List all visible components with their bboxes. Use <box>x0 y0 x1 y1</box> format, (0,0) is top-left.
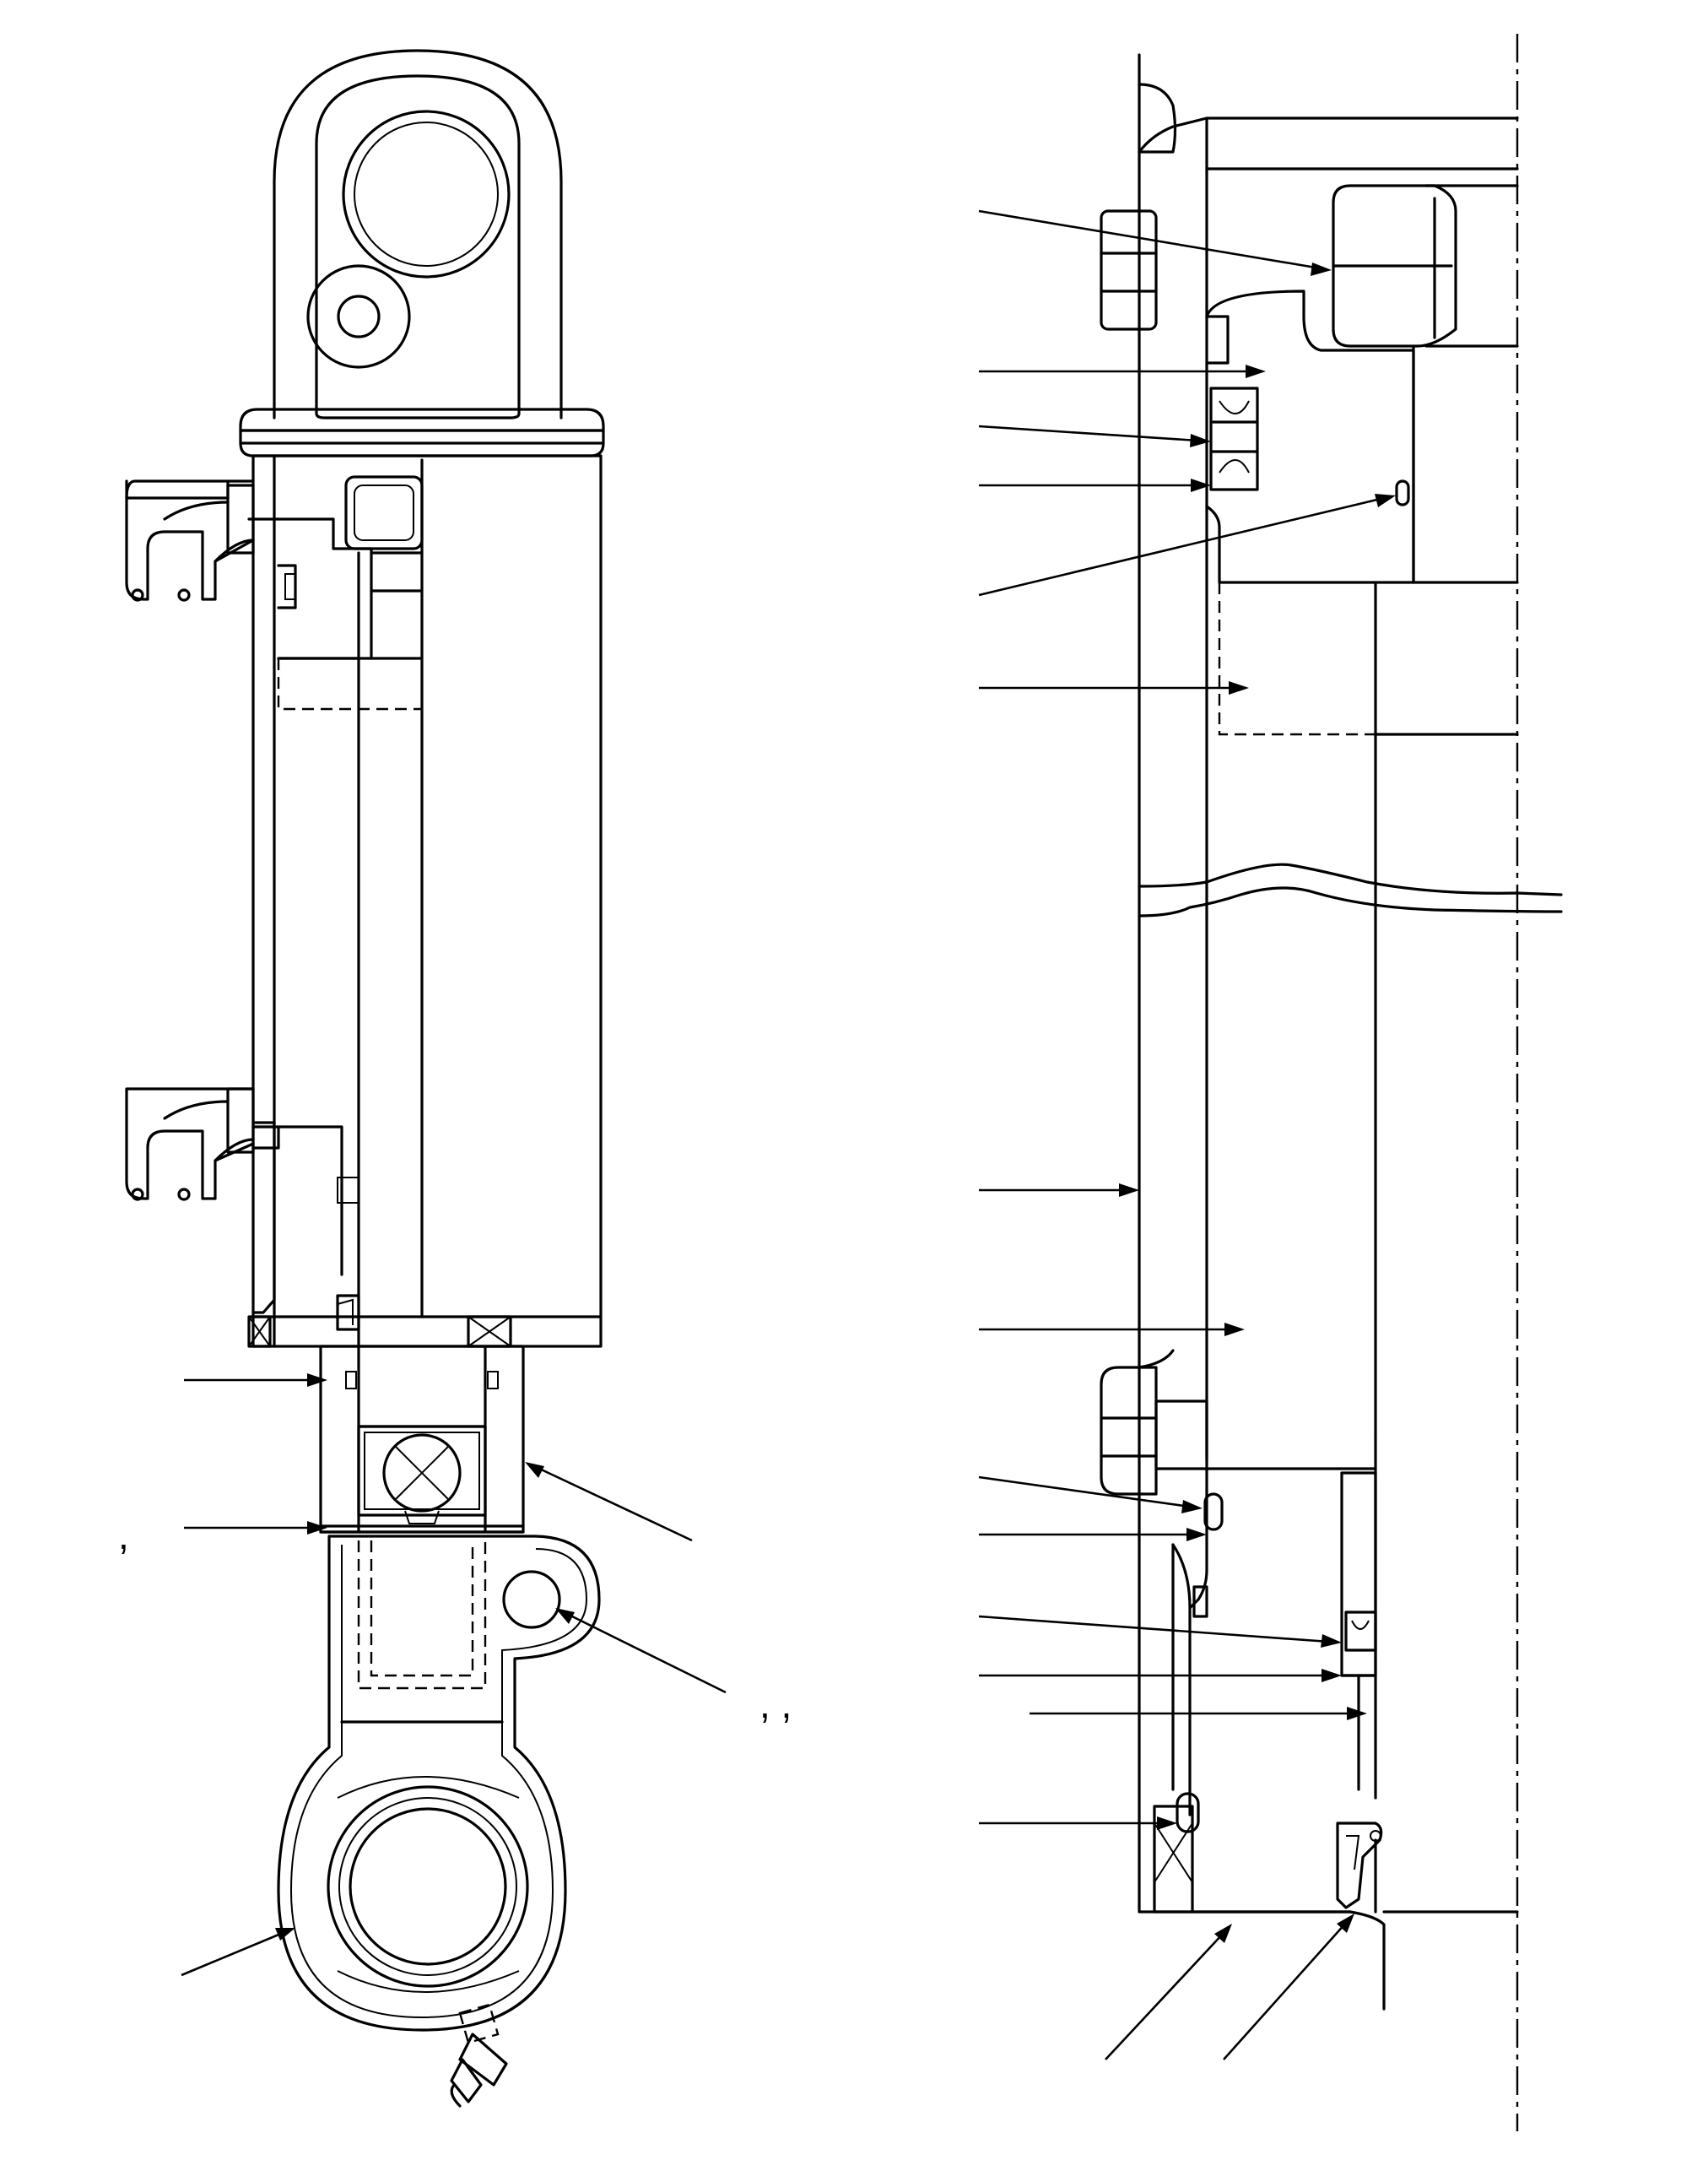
left-comma-label: , <box>118 1513 129 1557</box>
lug-commas-label: , , <box>759 1682 792 1726</box>
rod-seal <box>1344 1611 1377 1652</box>
top-clevis <box>273 49 563 420</box>
rod-end-block <box>319 1345 525 1534</box>
piston-nut <box>1332 184 1457 348</box>
rod-eye-bore <box>327 1785 529 1988</box>
upper-port-elbow <box>125 479 280 602</box>
left-callouts: , , , <box>118 1373 792 1977</box>
break-line <box>1138 863 1563 896</box>
piston-o-ring <box>1395 479 1410 506</box>
grease-fitting <box>450 2003 508 2108</box>
enlarged-section-view <box>978 34 1563 2131</box>
gland-o-ring <box>1203 1492 1224 1531</box>
rod-gland <box>247 1121 512 1348</box>
piston <box>277 475 424 711</box>
grease-port-circle <box>502 1570 561 1629</box>
piston-body <box>1205 290 1519 584</box>
lower-port-elbow <box>125 1087 280 1201</box>
lower-o-ring <box>1176 1792 1200 1833</box>
cylinder-barrel <box>251 454 603 1348</box>
cylinder-assembly-view: , , , <box>118 49 792 2108</box>
hatched-bushing <box>306 264 411 369</box>
rod-eye <box>277 1535 601 2032</box>
piston-seal <box>1209 387 1259 491</box>
right-callouts <box>978 209 1396 2060</box>
head-collar <box>239 408 605 457</box>
upper-weld-boss <box>1100 209 1158 331</box>
clevis-pin-bore <box>342 110 511 279</box>
lower-weld-boss <box>1100 1366 1158 1496</box>
